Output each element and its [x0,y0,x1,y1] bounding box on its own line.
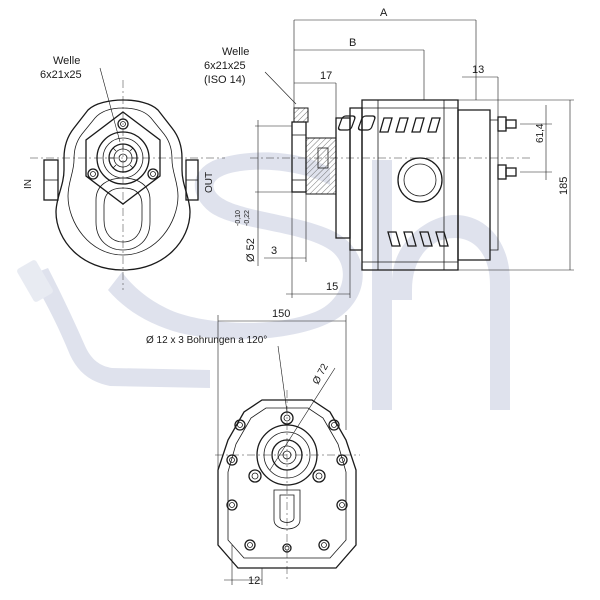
watermark-letter-h-left [372,160,392,410]
front-shaft-label-1: Welle [53,55,80,67]
flange-outline [217,399,357,569]
side-view: A B 17 13 61,4 185 Ø 52 -0,10 -0,22 3 [204,7,574,298]
in-port-label: IN [23,179,34,189]
front-shaft-label-2: 6x21x25 [40,69,82,81]
watermark-logo [17,152,510,410]
bore-note: Ø 12 x 3 Bohrungen a 120° [146,335,267,346]
pilot-collar-section [305,137,337,195]
dim-15: 15 [326,281,338,293]
dim-61-4: 61,4 [535,123,546,143]
side-port-circle [397,157,443,203]
side-fittings [497,116,517,180]
dim-185: 185 [558,177,570,195]
side-shaft-label-3: (ISO 14) [204,74,246,86]
dim-13: 13 [472,64,484,76]
side-shaft-label-1: Welle [222,46,249,58]
dim-b: B [349,37,356,49]
dim-12: 12 [248,575,260,587]
out-port-label: OUT [204,172,215,193]
front-view: IN OUT Welle 6x21x25 [23,55,225,290]
watermark-letter-h-arch [392,215,510,410]
dim-d52-tol-lower: -0,22 [244,210,251,226]
flange-bolts [226,411,348,553]
front-view-bolts [87,118,159,180]
dim-a: A [380,7,388,19]
shaft-spline [109,144,137,172]
cooling-slots-top [337,115,441,133]
dim-3: 3 [271,245,277,257]
cooling-slots-bottom [387,231,449,247]
dim-d72: Ø 72 [311,362,331,387]
flange-view: 150 Ø 12 x 3 Bohrungen a 120° Ø 72 12 [146,308,360,587]
dim-17: 17 [320,70,332,82]
watermark-tube-fitting [17,260,53,302]
watermark-tube [30,268,210,388]
dim-d52-tol-upper: -0,10 [235,210,242,226]
side-shaft-label-2: 6x21x25 [204,60,246,72]
dim-d52: Ø 52 [245,238,257,262]
dim-150: 150 [272,308,290,320]
